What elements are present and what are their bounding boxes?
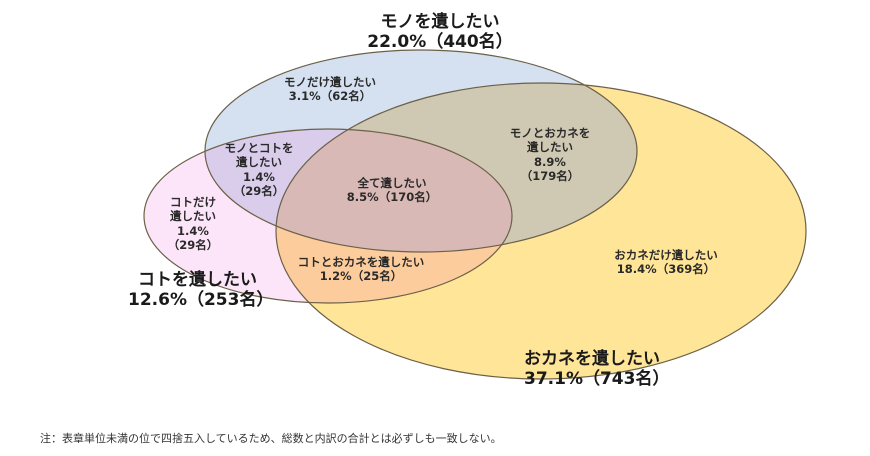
koto-only-count: （29名） <box>167 238 219 253</box>
okane-only-label: おカネだけ遺したい 18.4%（369名） <box>614 248 718 277</box>
all-title: 全て遺したい <box>357 176 427 190</box>
mono-okane-title-2: 遺したい <box>527 140 573 155</box>
footnote: 注：表章単位未満の位で四捨五入しているため、総数と内訳の合計とは必ずしも一致しな… <box>40 432 502 445</box>
mono-koto-label: モノとコトを 遺したい 1.4% （29名） <box>225 141 294 199</box>
mono-only-label: モノだけ遺したい 3.1%（62名） <box>284 75 376 104</box>
mono-set-title: モノを遺したい <box>380 12 500 32</box>
koto-outline <box>143 128 513 304</box>
koto-okane-title: コトとおカネを遺したい <box>297 255 425 269</box>
koto-set-title: コトを遺したい <box>138 270 257 290</box>
mono-okane-label: モノとおカネを 遺したい 8.9% （179名） <box>510 126 591 184</box>
mono-only-value: 3.1%（62名） <box>288 89 372 104</box>
mono-koto-title-2: 遺したい <box>236 155 282 170</box>
koto-okane-label: コトとおカネを遺したい 1.2%（25名） <box>298 255 425 284</box>
okane-only-value: 18.4%（369名） <box>616 262 716 277</box>
okane-only-title: おカネだけ遺したい <box>614 248 718 262</box>
mono-set-value: 22.0%（440名） <box>367 32 513 53</box>
all-three-region <box>276 129 512 252</box>
mono-okane-percent: 8.9% <box>534 154 566 169</box>
koto-only-title-1: コトだけ <box>169 195 216 209</box>
mono-set-label: モノを遺したい 22.0%（440名） <box>367 12 512 53</box>
all-value: 8.5%（170名） <box>346 190 438 205</box>
koto-only-title-2: 遺したい <box>169 209 216 224</box>
mono-okane-count: （179名） <box>520 169 580 184</box>
mono-only-title: モノだけ遺したい <box>284 75 376 89</box>
okane-outline <box>275 82 807 380</box>
all-label: 全て遺したい 8.5%（170名） <box>347 176 437 205</box>
mono-koto-title-1: モノとコトを <box>224 141 294 155</box>
okane-set-label: おカネを遺したい 37.1%（743名） <box>524 349 669 390</box>
koto-okane-value: 1.2%（25名） <box>319 269 403 284</box>
koto-set-value: 12.6%（253名） <box>128 290 274 311</box>
okane-set-value: 37.1%（743名） <box>524 369 670 390</box>
mono-okane-title-1: モノとおカネを <box>509 126 591 140</box>
koto-only-percent: 1.4% <box>177 223 209 238</box>
okane-set-title: おカネを遺したい <box>524 349 660 369</box>
mono-outline <box>204 49 638 253</box>
koto-set-label: コトを遺したい 12.6%（253名） <box>128 270 273 311</box>
mono-koto-percent: 1.4% <box>243 169 275 184</box>
koto-only-label: コトだけ 遺したい 1.4% （29名） <box>168 195 219 253</box>
mono-koto-count: （29名） <box>233 184 285 199</box>
